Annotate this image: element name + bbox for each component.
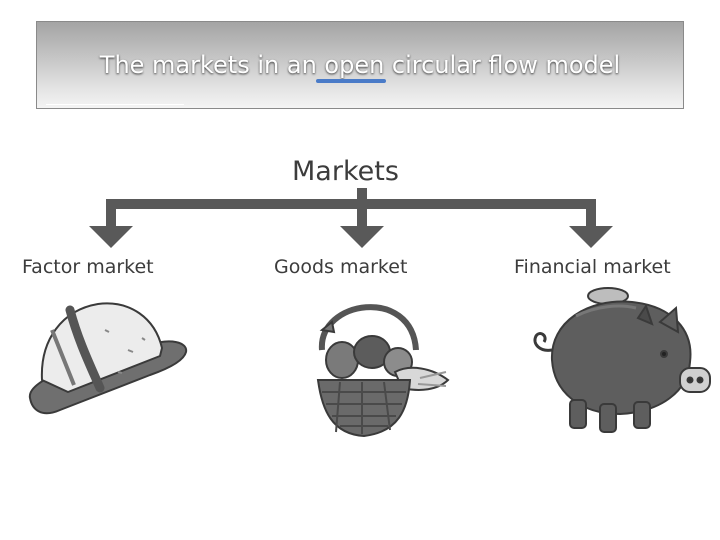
arrow-down-icon: [340, 226, 384, 248]
arrow-down-icon: [569, 226, 613, 248]
arrow-down-icon: [89, 226, 133, 248]
connector-arrows: [89, 188, 613, 248]
factor-market-label: Factor market: [22, 256, 154, 278]
basket-icon: [318, 307, 448, 436]
financial-market-label: Financial market: [514, 256, 671, 278]
goods-market-label: Goods market: [274, 256, 407, 278]
hard-hat-icon: [30, 303, 186, 413]
piggy-bank-icon: [535, 288, 710, 432]
